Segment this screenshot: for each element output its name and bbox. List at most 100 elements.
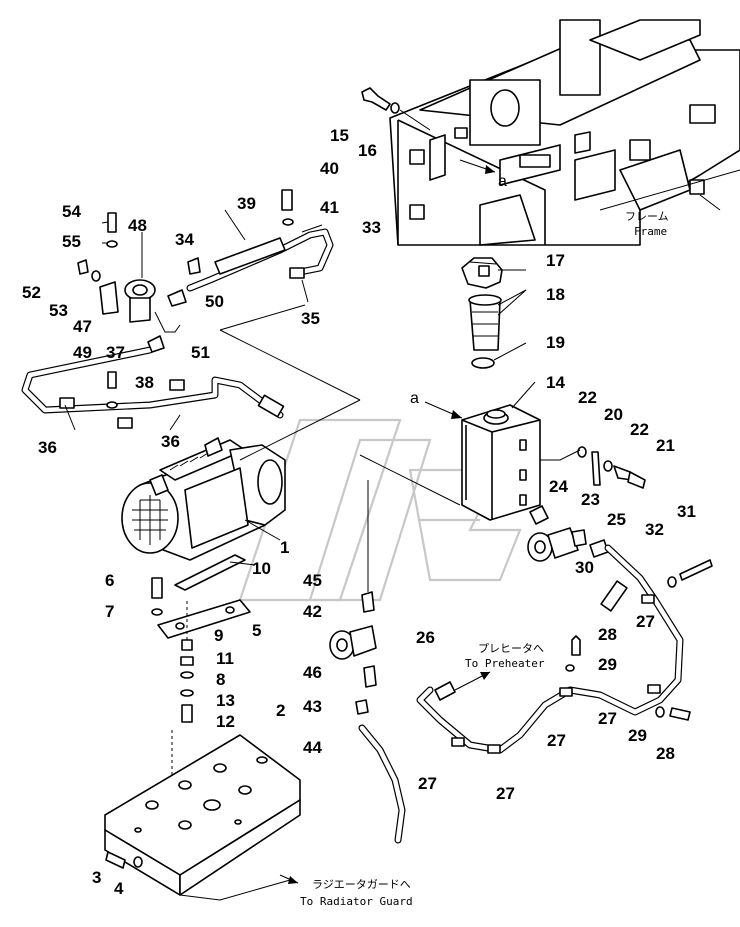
washer-4 [133, 856, 143, 868]
callout-12: 12 [216, 712, 235, 731]
machine-frame [389, 19, 740, 246]
washer-8 [180, 671, 194, 679]
nut-52 [77, 259, 89, 275]
callout-36a: 36 [38, 438, 57, 457]
washer-32 [667, 576, 677, 588]
bolt-3 [105, 851, 126, 869]
callout-29b: 29 [628, 726, 647, 745]
clamp-43 [355, 699, 369, 715]
callout-19: 19 [546, 333, 565, 352]
washer-29a [565, 664, 575, 672]
note-radiator-jp: ラジエータガードへ [312, 878, 411, 891]
callout-30: 30 [575, 558, 594, 577]
clamp-34 [187, 257, 201, 275]
note-radiator-en: To Radiator Guard [300, 895, 413, 908]
bolt-31 [679, 559, 713, 581]
bolt-28a [571, 635, 581, 656]
washer-41 [282, 218, 294, 226]
callout-25: 25 [607, 510, 626, 529]
callout-49: 49 [73, 343, 92, 362]
callout-5: 5 [252, 621, 261, 640]
callout-46: 46 [303, 663, 322, 682]
callout-40: 40 [320, 159, 339, 178]
callout-6: 6 [105, 571, 114, 590]
callout-31: 31 [677, 502, 696, 521]
callout-53: 53 [49, 301, 68, 320]
callout-labels: 1 2 3 4 5 6 7 8 9 10 11 12 13 14 15 16 1… [22, 126, 696, 898]
callout-28a: 28 [598, 625, 617, 644]
callout-27e: 27 [496, 784, 515, 803]
callout-47: 47 [73, 317, 92, 336]
callout-45: 45 [303, 571, 322, 590]
callout-16: 16 [358, 141, 377, 160]
tank-bracket-20-22 [577, 446, 646, 489]
strainer-18 [468, 294, 502, 351]
callout-1: 1 [280, 538, 289, 557]
arrow-to-radiator [279, 874, 299, 884]
callout-24: 24 [549, 477, 568, 496]
callout-13: 13 [216, 691, 235, 710]
callout-27b: 27 [598, 709, 617, 728]
washer-55 [106, 240, 118, 248]
callout-33: 33 [362, 218, 381, 237]
callout-21: 21 [656, 436, 675, 455]
preheater-1 [121, 437, 286, 561]
bolt-37 [107, 371, 117, 389]
callout-50: 50 [205, 292, 224, 311]
bolt-6 [151, 577, 163, 599]
callout-10: 10 [252, 559, 271, 578]
callout-38: 38 [135, 373, 154, 392]
hose-clamps-27 [451, 594, 661, 754]
callout-11: 11 [216, 649, 234, 668]
arrow-a-tank [424, 401, 463, 419]
callout-37: 37 [106, 343, 125, 362]
callout-48: 48 [128, 216, 147, 235]
callout-20: 20 [604, 405, 623, 424]
callout-41: 41 [320, 198, 339, 217]
callout-8: 8 [216, 670, 225, 689]
fuel-tank-14 [461, 404, 541, 521]
nipple-49 [147, 335, 165, 353]
arrow-a-frame [459, 159, 496, 174]
callout-54: 54 [62, 202, 81, 221]
pipe-39 [186, 228, 334, 292]
bolt-12 [181, 704, 193, 723]
fitting-24 [529, 505, 549, 525]
callout-27a: 27 [636, 612, 655, 631]
nut-11 [180, 656, 194, 666]
callout-4: 4 [114, 879, 124, 898]
callout-26: 26 [416, 628, 435, 647]
valve-42 [329, 625, 377, 660]
callout-2: 2 [276, 701, 285, 720]
callout-9: 9 [214, 626, 223, 645]
clip-51 [154, 311, 181, 333]
spacer-9 [181, 639, 193, 651]
bolt-54 [107, 212, 117, 233]
bracket-10 [174, 554, 246, 591]
callout-22a: 22 [578, 388, 597, 407]
guard-plate-2 [104, 734, 301, 896]
callout-7: 7 [105, 602, 114, 621]
note-frame-en: Frame [634, 225, 667, 238]
callout-52: 52 [22, 283, 41, 302]
valve-48 [124, 279, 156, 323]
elbow-50 [167, 289, 187, 307]
callout-29a: 29 [598, 655, 617, 674]
washer-13 [180, 689, 194, 697]
callout-18: 18 [546, 285, 565, 304]
elbow-45 [361, 591, 375, 613]
callout-44: 44 [303, 738, 322, 757]
pipe-36 [21, 346, 285, 429]
bolt-28b [669, 707, 691, 721]
note-frame-jp: フレーム [625, 210, 669, 223]
fuel-hose-30 [416, 544, 684, 754]
callout-28b: 28 [656, 744, 675, 763]
pipe-44 [358, 724, 406, 844]
o-ring-19 [471, 357, 495, 369]
bolt-15 [361, 87, 400, 114]
washer-7 [151, 608, 163, 616]
bolt-40 [281, 189, 293, 211]
callout-34: 34 [175, 230, 194, 249]
bracket-47 [99, 281, 119, 315]
